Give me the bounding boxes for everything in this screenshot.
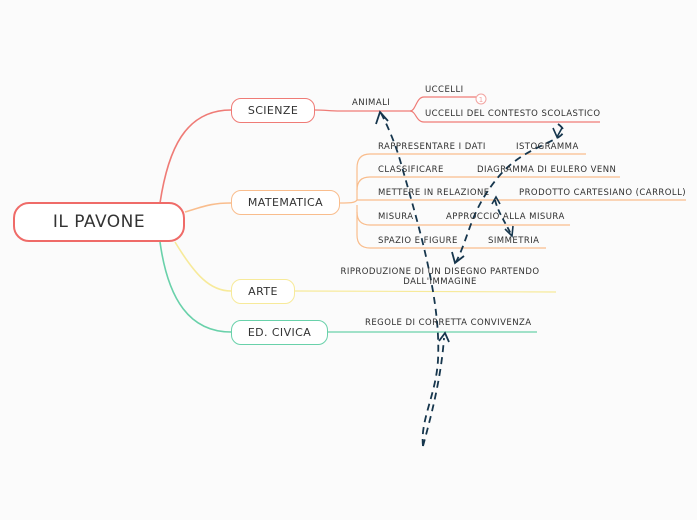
branch-scienze[interactable]: SCIENZE — [231, 98, 315, 123]
line-animali — [314, 109, 410, 112]
badge-circle — [475, 93, 487, 105]
badge-number: 1 — [479, 96, 483, 104]
dashed-arrow-up-head — [375, 110, 389, 125]
connector-scienze — [159, 109, 232, 204]
topic-spazio-figure[interactable]: SPAZIO E FIGURE — [378, 236, 458, 246]
connector-matematica — [184, 202, 232, 213]
topic-eulero-venn[interactable]: DIAGRAMMA DI EULERO VENN — [477, 165, 617, 175]
topic-animali[interactable]: ANIMALI — [352, 98, 391, 108]
topic-istogramma[interactable]: ISTOGRAMMA — [516, 142, 579, 152]
dashed-arrow-down-head — [438, 331, 450, 343]
dashed-arrow-simmetria-head — [504, 225, 514, 238]
topic-misura[interactable]: MISURA — [378, 212, 414, 222]
connector-arte — [174, 241, 232, 292]
topic-rappresentare-dati[interactable]: RAPPRESENTARE I DATI — [378, 142, 486, 152]
dashed-arrow-down — [422, 337, 445, 447]
line-uccelli-contesto — [409, 110, 600, 123]
dashed-arrow-up — [380, 112, 440, 447]
dashed-arrow-simmetria — [494, 199, 512, 235]
dashed-arrow-contesto — [455, 123, 565, 263]
line-mat-rappresentare — [356, 153, 586, 200]
topic-riproduzione-disegno[interactable]: RIPRODUZIONE DI UN DISEGNO PARTENDO DALL… — [340, 267, 540, 287]
line-mat-classificare — [356, 176, 620, 191]
topic-regole-convivenza[interactable]: REGOLE DI CORRETTA CONVIVENZA — [365, 318, 532, 328]
line-uccelli — [409, 96, 476, 112]
topic-mettere-in-relazione[interactable]: METTERE IN RELAZIONE — [378, 188, 490, 198]
topic-approccio-misura[interactable]: APPROCCIO ALLA MISURA — [446, 212, 565, 222]
branch-civica[interactable]: ED. CIVICA — [231, 320, 328, 345]
connector-civica — [159, 241, 232, 333]
root-node[interactable]: IL PAVONE — [13, 202, 185, 242]
topic-prodotto-cartesiano[interactable]: PRODOTTO CARTESIANO (CARROLL) — [519, 188, 687, 198]
line-mat-stem — [339, 199, 358, 204]
branch-matematica[interactable]: MATEMATICA — [231, 190, 340, 215]
dashed-arrow-short — [552, 127, 563, 139]
topic-uccelli-contesto[interactable]: UCCELLI DEL CONTESTO SCOLASTICO — [425, 109, 601, 119]
line-arte — [294, 290, 557, 293]
line-mat-spazio — [356, 205, 546, 249]
topic-simmetria[interactable]: SIMMETRIA — [488, 236, 540, 246]
dashed-arrow-relazione-tick — [491, 195, 501, 205]
topic-uccelli[interactable]: UCCELLI — [425, 85, 464, 95]
dashed-arrow-contesto-head — [451, 251, 465, 265]
topic-classificare[interactable]: CLASSIFICARE — [378, 165, 444, 175]
branch-arte[interactable]: ARTE — [231, 279, 295, 304]
